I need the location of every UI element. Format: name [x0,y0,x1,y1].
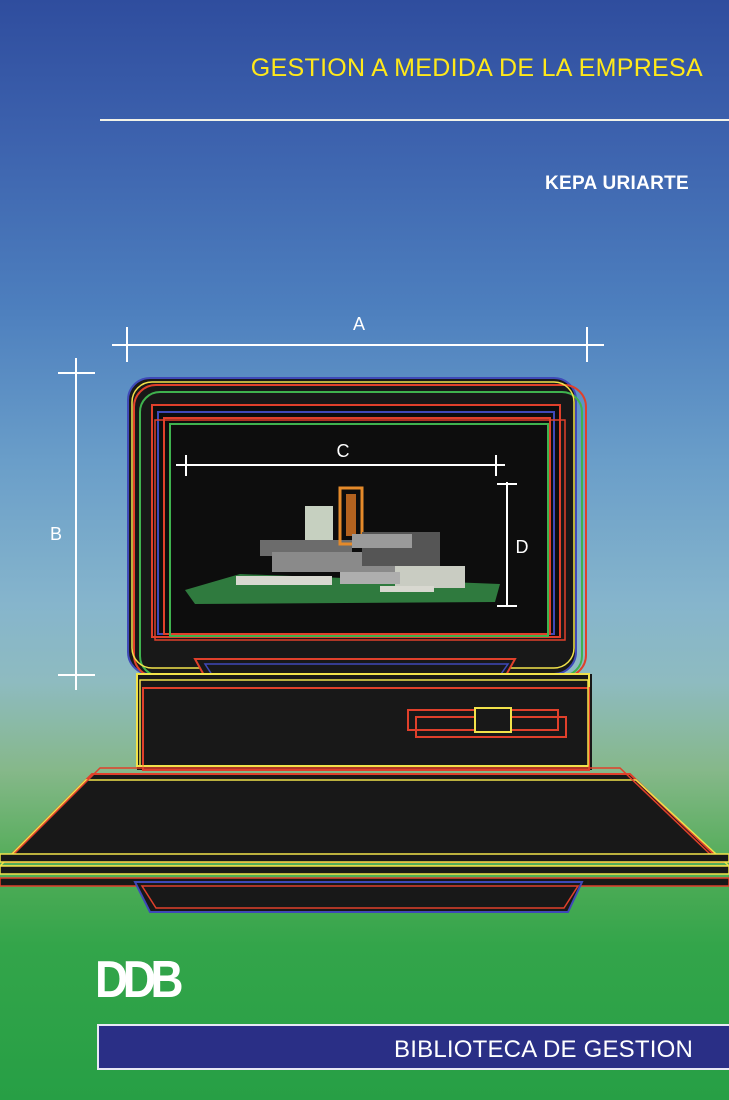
series-band [97,1024,729,1070]
series-name: BIBLIOTECA DE GESTION [394,1036,693,1063]
keyboard [0,767,729,913]
dimension-c-label: C [337,441,350,461]
screen-building-scene [185,486,500,604]
dimension-a [112,327,604,362]
dimension-a-label: A [353,314,365,334]
dimension-b-label: B [50,524,62,544]
dimension-c [176,455,505,476]
monitor [127,377,587,678]
dimension-b [58,358,95,690]
system-unit [136,673,592,771]
dimension-d-label: D [516,537,529,557]
publisher-logo: DDB [95,951,184,1009]
book-title: GESTION A MEDIDA DE LA EMPRESA [250,54,703,82]
title-rule [100,119,729,121]
author-name: KEPA URIARTE [545,173,689,194]
dimension-d [497,482,517,607]
